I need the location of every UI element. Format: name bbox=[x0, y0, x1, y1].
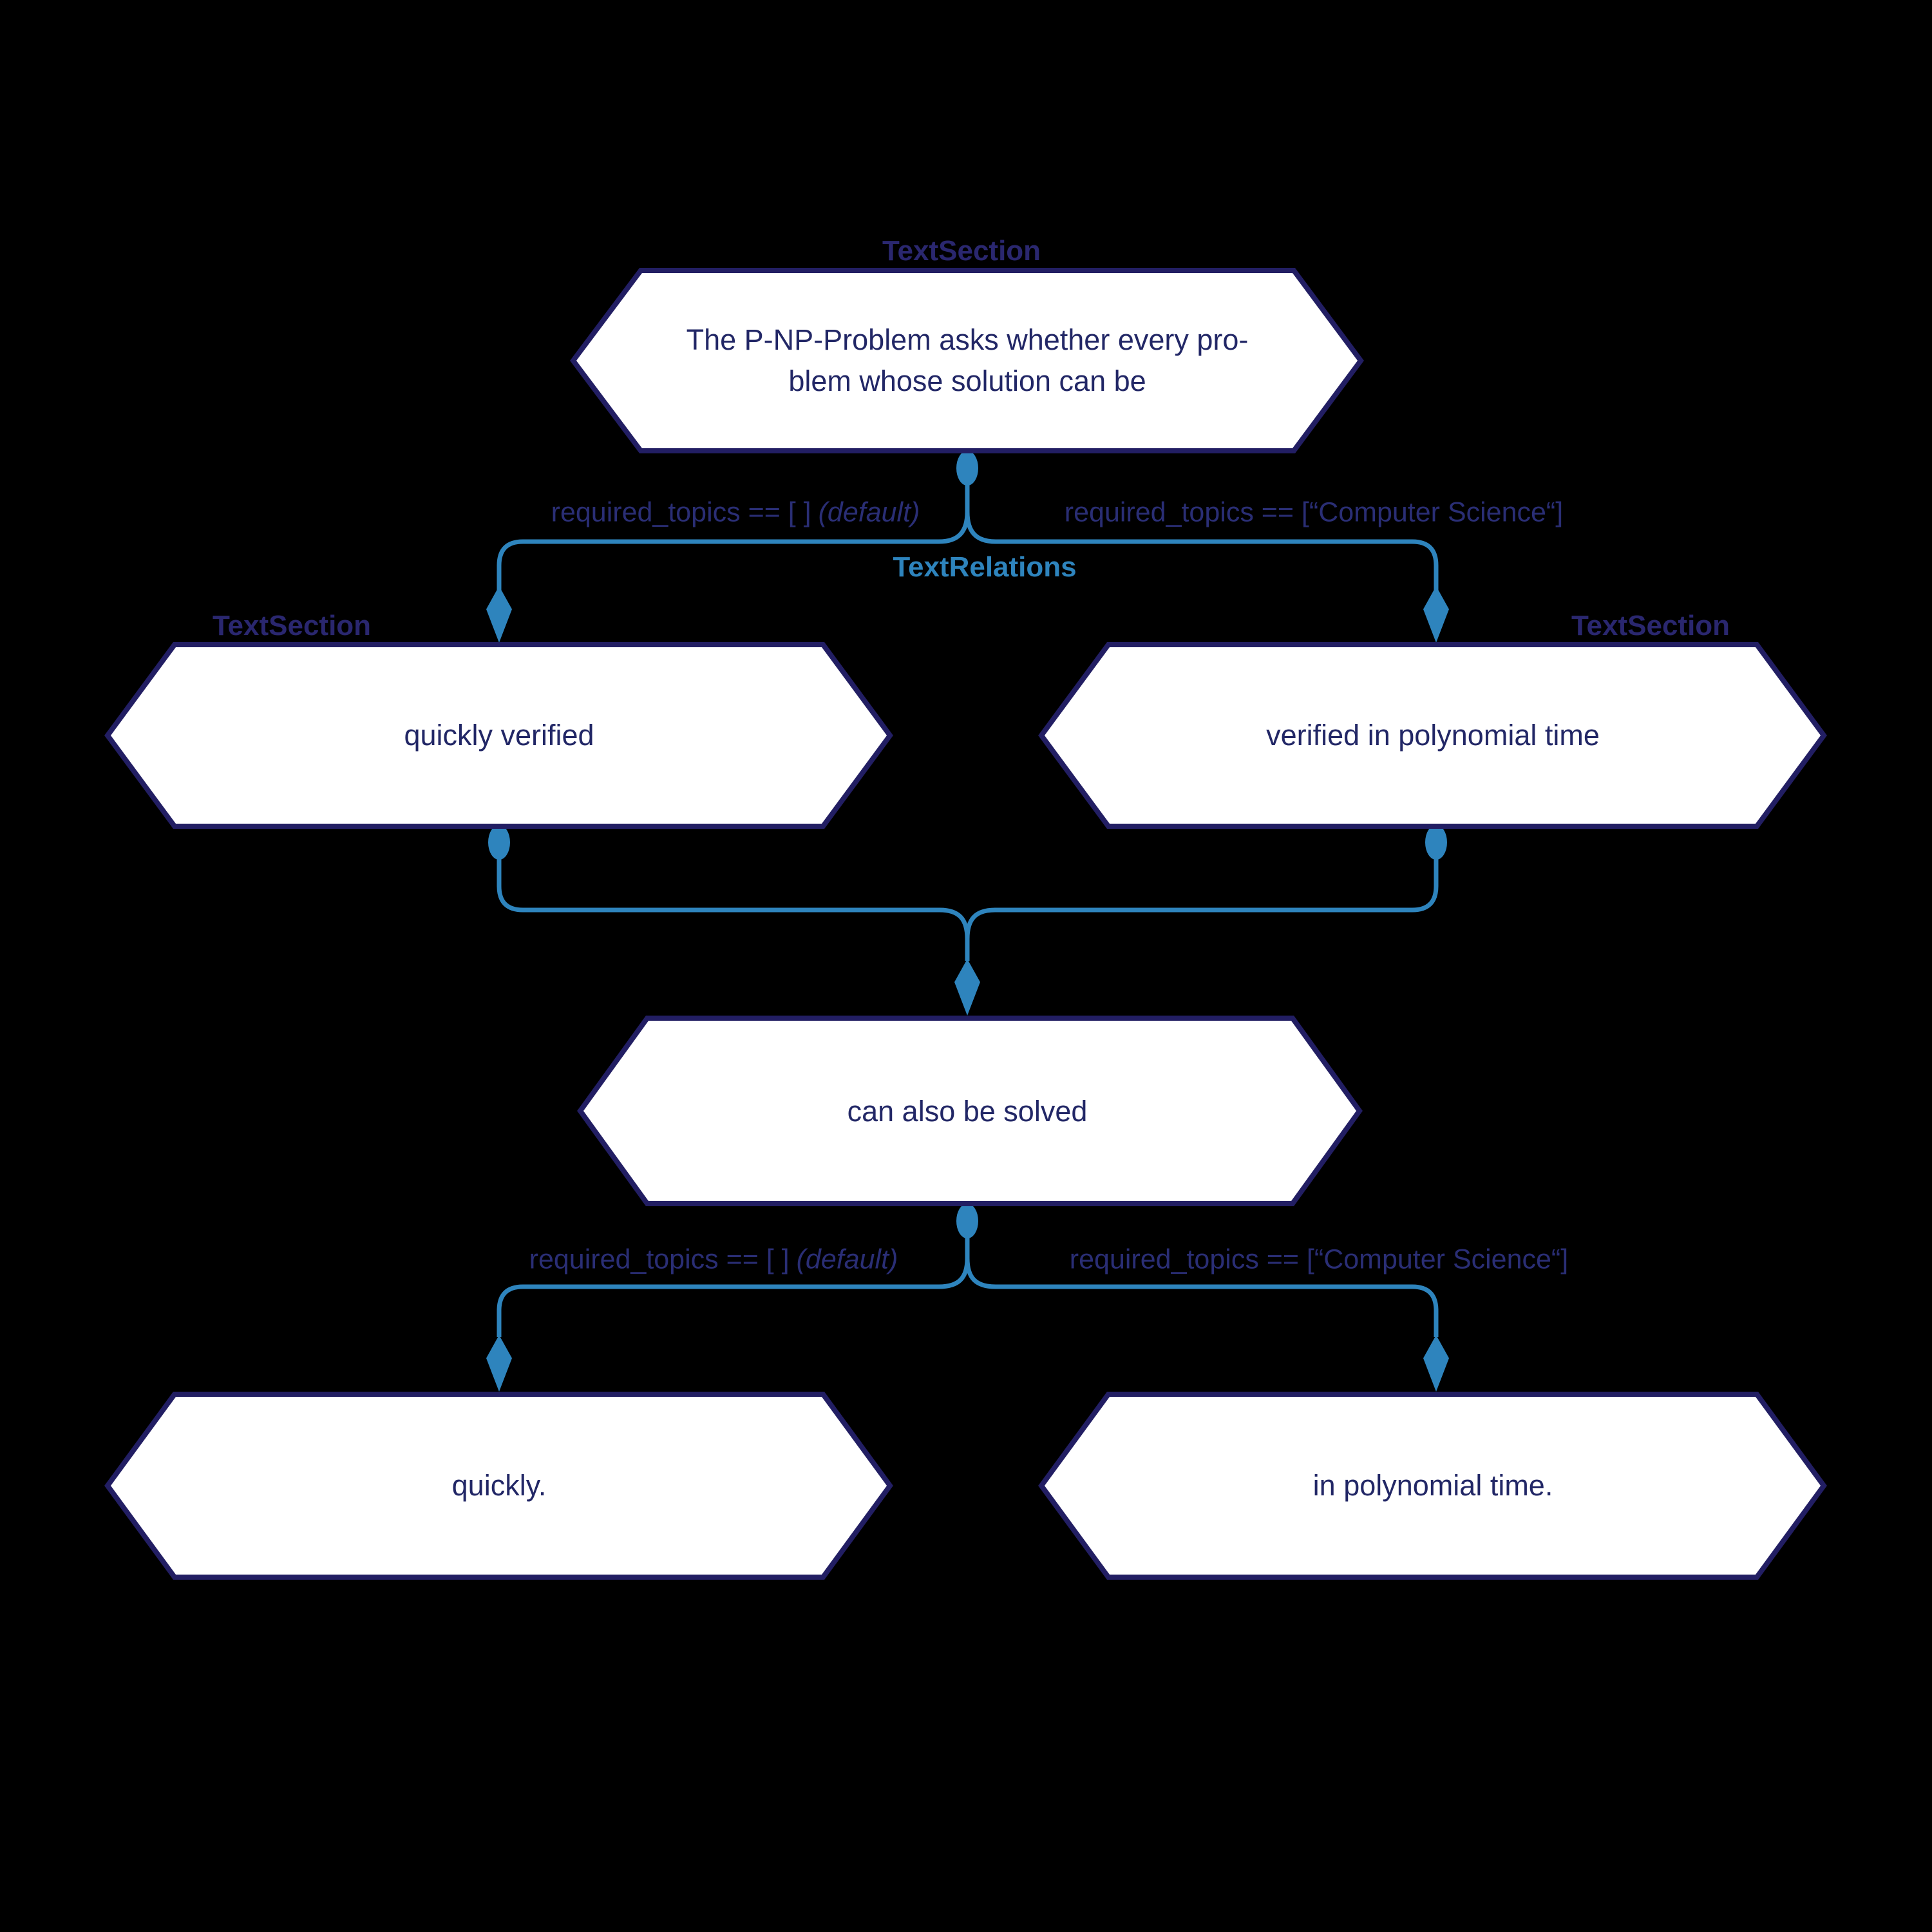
node-text-root-line2: blem whose solution can be bbox=[788, 365, 1146, 397]
edge-label-computer-science-top: required_topics == [“Computer Science“] bbox=[1064, 497, 1564, 528]
edge-arrowheads-group bbox=[486, 586, 1449, 1392]
edge-label-default-bottom-note: (default) bbox=[796, 1244, 898, 1275]
node-hexagon-bottom-left bbox=[104, 1392, 893, 1580]
node-type-label-root: TextSection bbox=[882, 235, 1041, 267]
edge-label-default-top: required_topics == [ ](default) bbox=[551, 497, 920, 529]
relations-type-label: TextRelations bbox=[893, 551, 1077, 583]
origin-dot-right-node bbox=[1425, 825, 1447, 860]
node-text-right: verified in polynomial time bbox=[1266, 719, 1600, 752]
origin-dot-left-node bbox=[488, 825, 510, 860]
edge-line-middle-to-bottom-right bbox=[965, 1237, 1439, 1337]
node-text-bottom-left: quickly. bbox=[451, 1469, 547, 1502]
origin-dot-middle-node bbox=[956, 1204, 978, 1238]
edge-line-root-to-left bbox=[497, 483, 970, 591]
edge-line-middle-to-bottom-left bbox=[497, 1237, 970, 1337]
node-text-bottom-right: in polynomial time. bbox=[1312, 1469, 1553, 1502]
edge-line-left-to-middle bbox=[497, 858, 970, 961]
node-type-label-left: TextSection bbox=[212, 610, 372, 641]
edge-label-default-top-note: (default) bbox=[818, 497, 920, 528]
edge-line-root-to-right bbox=[965, 483, 1439, 591]
node-hexagon-left bbox=[104, 642, 893, 829]
edge-lines-group bbox=[497, 483, 1439, 1337]
edge-label-default-bottom-code: required_topics == [ ] bbox=[529, 1244, 790, 1275]
edge-origin-dots-group bbox=[488, 451, 1447, 1238]
node-hexagon-middle bbox=[577, 1016, 1363, 1206]
edge-label-computer-science-bottom: required_topics == [“Computer Science“] bbox=[1069, 1244, 1569, 1275]
edge-label-default-bottom: required_topics == [ ](default) bbox=[529, 1244, 898, 1276]
node-text-middle: can also be solved bbox=[847, 1095, 1088, 1128]
node-hexagon-bottom-right bbox=[1038, 1392, 1827, 1580]
node-hexagon-right bbox=[1038, 642, 1827, 829]
arrowhead-to-right-node bbox=[1423, 586, 1449, 643]
arrowhead-to-middle-node bbox=[954, 959, 980, 1016]
arrowhead-to-bottom-right-node bbox=[1423, 1335, 1449, 1392]
node-text-left: quickly verified bbox=[404, 719, 594, 752]
edge-label-default-top-code: required_topics == [ ] bbox=[551, 497, 811, 528]
node-hexagon-root bbox=[570, 268, 1364, 453]
edge-line-right-to-middle bbox=[965, 858, 1439, 940]
arrowhead-to-bottom-left-node bbox=[486, 1335, 512, 1392]
origin-dot-root bbox=[956, 451, 978, 486]
node-text-root: The P-NP-Problem asks whether every pro-… bbox=[687, 319, 1249, 402]
arrowhead-to-left-node bbox=[486, 586, 512, 643]
node-text-root-line1: The P-NP-Problem asks whether every pro- bbox=[686, 323, 1249, 356]
node-type-label-right: TextSection bbox=[1571, 610, 1730, 641]
node-hexagons-group bbox=[104, 268, 1827, 1580]
